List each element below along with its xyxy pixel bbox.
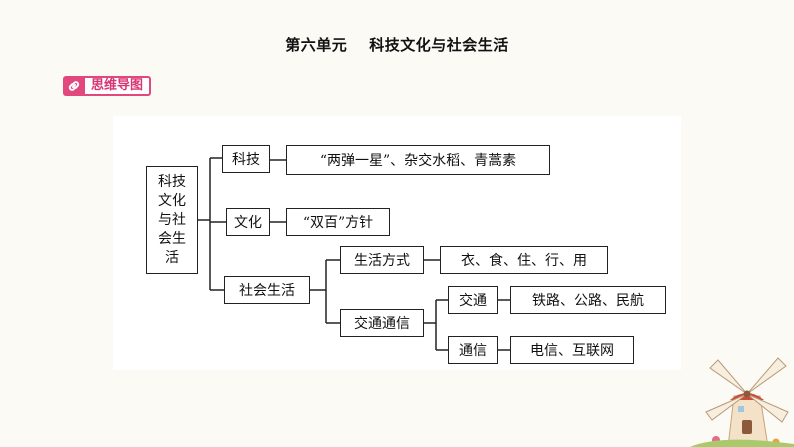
node-shenghuo-detail: 衣、食、住、行、用 <box>440 246 608 274</box>
root-node: 科技 文化 与社 会生 活 <box>146 166 198 274</box>
node-jiaotong: 交通 <box>448 286 498 314</box>
mindmap-badge: 思维导图 <box>63 76 152 96</box>
node-wenhua-detail: “双百”方针 <box>286 208 390 236</box>
root-line: 会生 <box>158 230 186 247</box>
node-wenhua: 文化 <box>226 208 270 236</box>
page-title: 第六单元 科技文化与社会生活 <box>0 34 794 55</box>
node-shehui: 社会生活 <box>224 276 310 304</box>
root-line: 文化 <box>158 192 186 209</box>
node-shenghuo-fangshi: 生活方式 <box>340 246 424 274</box>
root-line: 与社 <box>158 211 186 228</box>
node-jiaotong-tongxin: 交通通信 <box>340 309 424 337</box>
link-icon <box>63 76 85 96</box>
node-tongxin: 通信 <box>448 336 498 364</box>
node-keji: 科技 <box>222 145 270 173</box>
unit-name: 科技文化与社会生活 <box>369 36 509 54</box>
root-line: 科技 <box>158 173 186 190</box>
node-tongxin-detail: 电信、互联网 <box>510 336 634 364</box>
windmill-decoration <box>690 357 794 447</box>
node-jiaotong-detail: 铁路、公路、民航 <box>510 286 666 314</box>
mindmap-badge-label: 思维导图 <box>85 76 152 96</box>
unit-number: 第六单元 <box>285 36 348 54</box>
node-keji-detail: “两弹一星”、杂交水稻、青蒿素 <box>286 145 550 175</box>
root-line: 活 <box>165 249 179 266</box>
